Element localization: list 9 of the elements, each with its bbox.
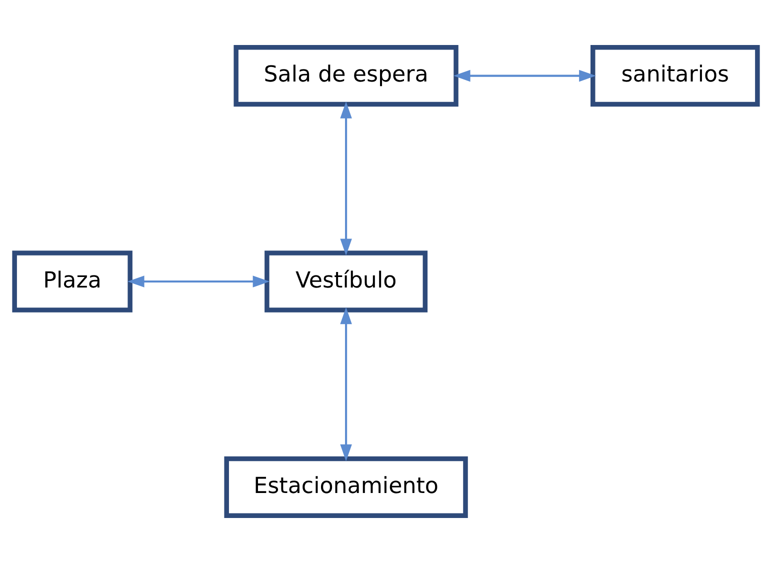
node-box: Estacionamiento: [224, 456, 468, 518]
arrow: [340, 102, 352, 256]
node-box: Plaza: [12, 250, 132, 312]
arrow: [454, 70, 596, 82]
arrow: [340, 307, 352, 462]
node-box: Vestíbulo: [264, 250, 428, 312]
arrow: [127, 276, 270, 288]
node-box: Sala de espera: [234, 44, 458, 107]
node-box: sanitarios: [590, 44, 760, 107]
